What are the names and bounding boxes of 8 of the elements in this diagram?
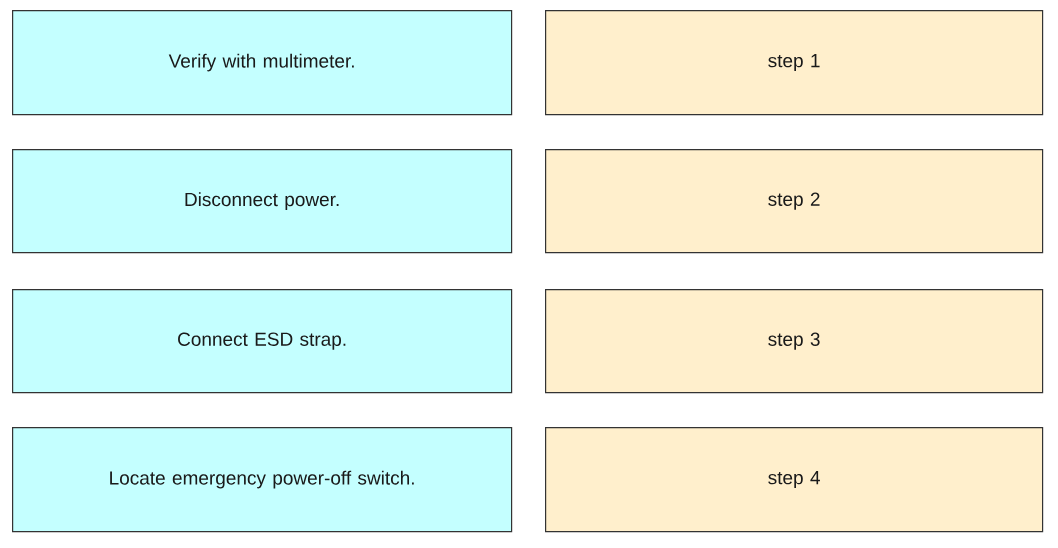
step-box: step 1	[545, 10, 1044, 116]
step-box: step 3	[545, 289, 1044, 394]
step-box: step 4	[545, 427, 1044, 533]
action-box: Disconnect power.	[12, 149, 513, 254]
action-box: Connect ESD strap.	[12, 289, 513, 394]
action-box: Locate emergency power-off switch.	[12, 427, 513, 533]
step-box: step 2	[545, 149, 1044, 254]
action-box: Verify with multimeter.	[12, 10, 513, 116]
